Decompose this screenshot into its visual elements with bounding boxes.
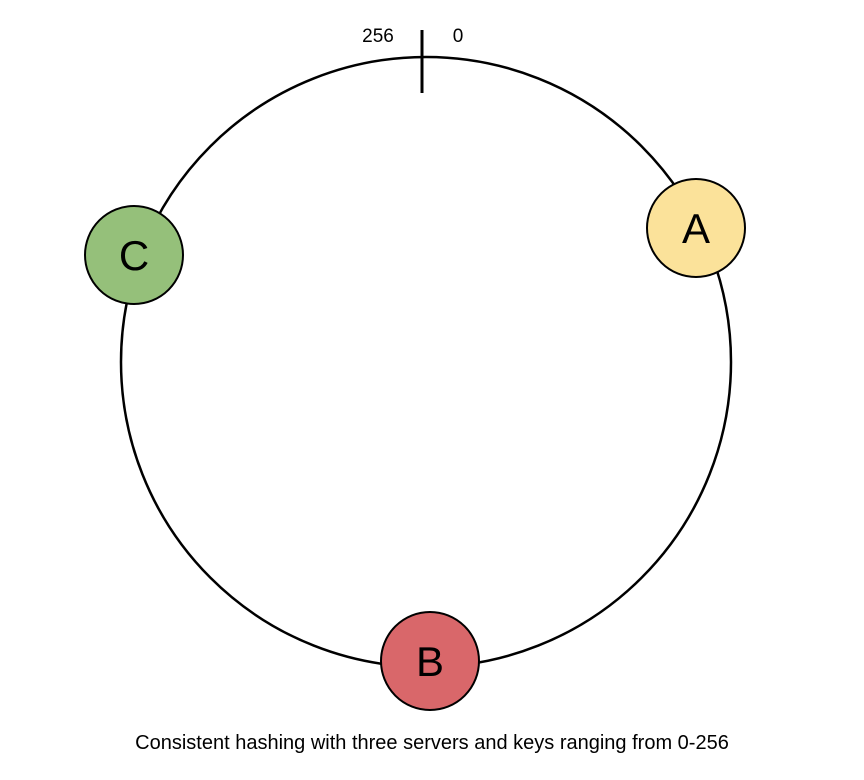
server-node-b-label: B [416, 638, 444, 685]
server-node-b: B [380, 611, 480, 711]
server-node-c-label: C [119, 232, 149, 279]
server-node-b-circle [380, 611, 480, 711]
ring-end-label: 256 [362, 26, 394, 47]
hash-ring [119, 55, 733, 669]
ring-start-label: 0 [453, 26, 464, 47]
server-node-a: A [646, 178, 746, 278]
server-node-a-label: A [682, 205, 710, 252]
server-node-c: C [84, 205, 184, 305]
server-node-a-circle [646, 178, 746, 278]
server-node-c-circle [84, 205, 184, 305]
diagram-caption: Consistent hashing with three servers an… [135, 732, 729, 754]
